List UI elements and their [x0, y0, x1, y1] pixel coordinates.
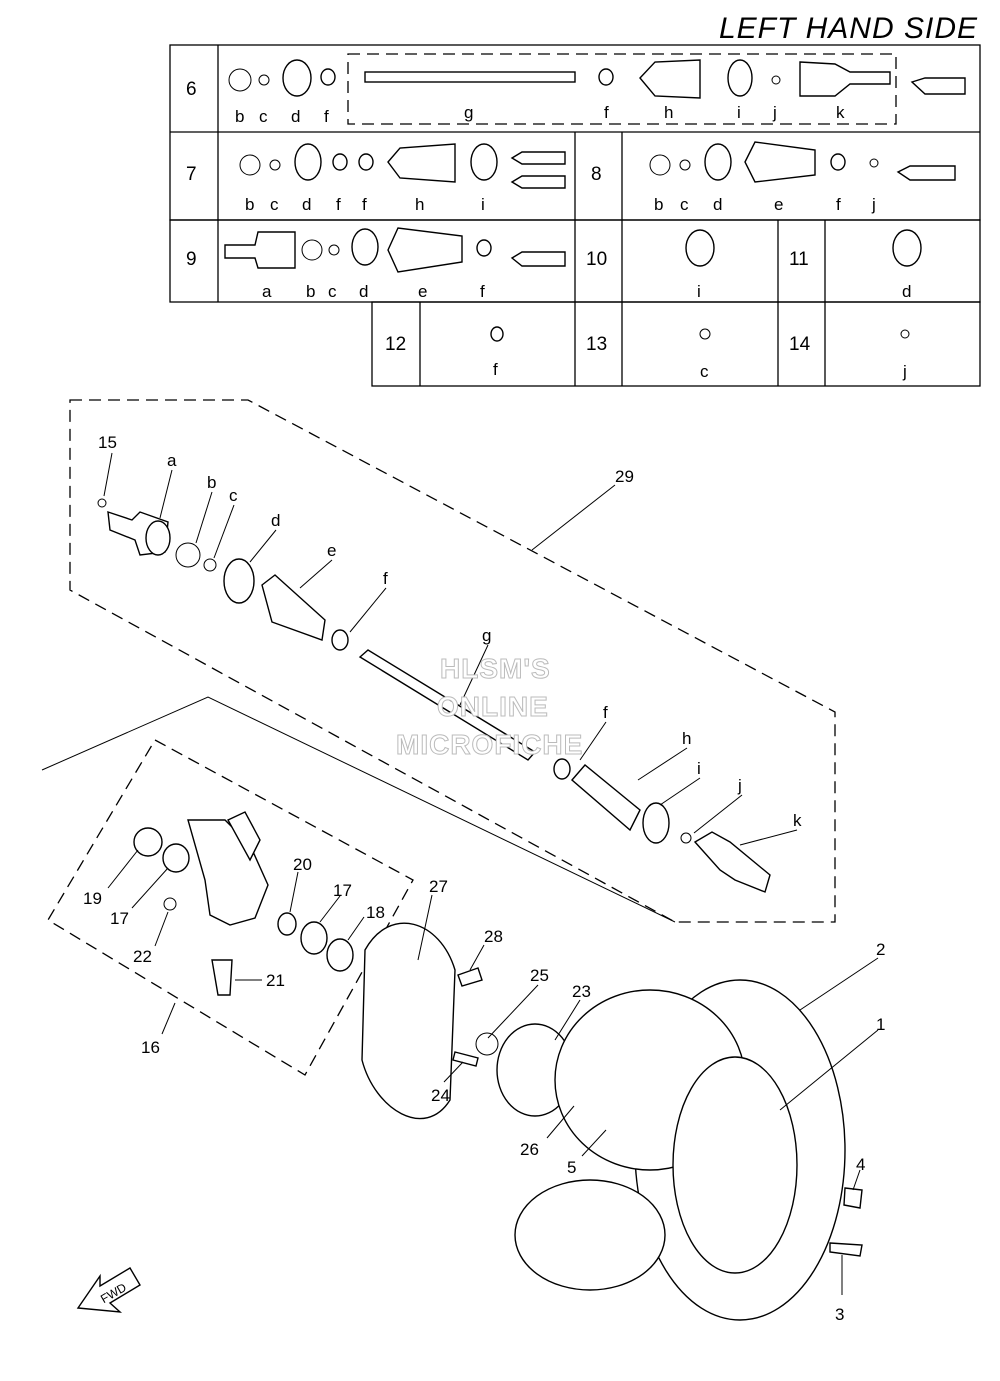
- row-6-letter: h: [664, 103, 673, 122]
- callout-25: 25: [530, 966, 549, 985]
- row-8-letter: e: [774, 195, 783, 214]
- callout-d: d: [271, 511, 280, 530]
- row-10-letter: i: [697, 282, 701, 301]
- callout-17: 17: [333, 881, 352, 900]
- callout-24: 24: [431, 1086, 450, 1105]
- callout-29: 29: [615, 467, 634, 486]
- callout-j: j: [737, 776, 742, 795]
- callout-26: 26: [520, 1140, 539, 1159]
- callout-e: e: [327, 541, 336, 560]
- row-7-letter: i: [481, 195, 485, 214]
- page-title: LEFT HAND SIDE: [718, 12, 978, 45]
- row-9-letter: d: [359, 282, 368, 301]
- row-number-7: 7: [186, 164, 197, 185]
- callout-27: 27: [429, 877, 448, 896]
- callout-21: 21: [266, 971, 285, 990]
- callout-19: 19: [83, 889, 102, 908]
- table-row-numbers: 6 7 8 9 10 11 12 13 14: [186, 79, 811, 355]
- row-6-letter: i: [737, 103, 741, 122]
- row-number-14: 14: [789, 334, 811, 355]
- row-9-letter: e: [418, 282, 427, 301]
- fwd-arrow-icon: FWD: [76, 1267, 141, 1313]
- rows-10-14-parts: i d f c j: [490, 229, 922, 381]
- row-11-letter: d: [902, 282, 911, 301]
- row-7-letter: d: [302, 195, 311, 214]
- row-13-letter: c: [700, 362, 709, 381]
- row-6-letter: d: [291, 107, 300, 126]
- knuckle-group: 19 17 22 20 17 18 21 16: [41, 696, 676, 1076]
- callout-1: 1: [876, 1015, 885, 1034]
- row-7-letter: b: [245, 195, 254, 214]
- row-8-letter: j: [871, 195, 876, 214]
- watermark-line: HLSM'S: [440, 653, 551, 684]
- row-7-letter: h: [415, 195, 424, 214]
- callout-g: g: [482, 626, 491, 645]
- callout-c: c: [229, 486, 238, 505]
- callout-18: 18: [366, 903, 385, 922]
- row-6-letter: f: [324, 107, 329, 126]
- row-number-8: 8: [591, 164, 602, 185]
- row-7-letter: f: [362, 195, 367, 214]
- watermark-line: MICROFICHE: [396, 729, 583, 760]
- callout-5: 5: [567, 1158, 576, 1177]
- row-8-letter: d: [713, 195, 722, 214]
- row-7-letter: f: [336, 195, 341, 214]
- callout-28: 28: [484, 927, 503, 946]
- row-6-letter: g: [464, 103, 473, 122]
- parts-table: [169, 44, 981, 387]
- callout-h: h: [682, 729, 691, 748]
- row-8-letter: f: [836, 195, 841, 214]
- row-8-letter: b: [654, 195, 663, 214]
- shaft-assembly-outline: [69, 399, 836, 923]
- callout-4: 4: [856, 1155, 865, 1174]
- row-8-letter: c: [680, 195, 689, 214]
- row-6-letter: b: [235, 107, 244, 126]
- row-number-11: 11: [789, 249, 809, 270]
- callout-16: 16: [141, 1038, 160, 1057]
- row-9-letter: b: [306, 282, 315, 301]
- row-number-10: 10: [586, 249, 607, 270]
- callout-k: k: [793, 811, 802, 830]
- row-number-13: 13: [586, 334, 607, 355]
- watermark-line: ONLINE: [437, 691, 549, 722]
- row-number-9: 9: [186, 249, 197, 270]
- row-9-letter: a: [262, 282, 272, 301]
- row-number-6: 6: [186, 79, 197, 100]
- row-6-letter: c: [259, 107, 268, 126]
- callout-20: 20: [293, 855, 312, 874]
- shaft-assembly-parts: 15 a b c d e f g f h i j k 29: [97, 433, 802, 893]
- row-6-parts: b c d f g f h i j k: [228, 59, 966, 126]
- row-6-letter: k: [836, 103, 845, 122]
- callout-15: 15: [98, 433, 117, 452]
- row-12-letter: f: [493, 360, 498, 379]
- callout-23: 23: [572, 982, 591, 1001]
- callout-17: 17: [110, 909, 129, 928]
- callout-f: f: [603, 703, 608, 722]
- row-9-letter: c: [328, 282, 337, 301]
- row-7-letter: c: [270, 195, 279, 214]
- row-6-letter: j: [772, 103, 777, 122]
- row-number-12: 12: [385, 334, 406, 355]
- row-6-letter: f: [604, 103, 609, 122]
- row-8-parts: b c d e f j: [649, 141, 956, 214]
- callout-a: a: [167, 451, 177, 470]
- wheel-group: 27 28 25 23 24 26 5 2 1 4 3: [361, 877, 885, 1324]
- callout-f: f: [383, 569, 388, 588]
- row-9-parts: a b c d e f: [224, 227, 566, 301]
- callout-i: i: [697, 759, 701, 778]
- callout-22: 22: [133, 947, 152, 966]
- watermark: HLSM'S ONLINE MICROFICHE: [396, 653, 583, 761]
- callout-b: b: [207, 473, 216, 492]
- callout-2: 2: [876, 940, 885, 959]
- callout-3: 3: [835, 1305, 844, 1324]
- row-14-letter: j: [902, 362, 907, 381]
- row-9-letter: f: [480, 282, 485, 301]
- row-7-parts: b c d f f h i: [239, 143, 566, 214]
